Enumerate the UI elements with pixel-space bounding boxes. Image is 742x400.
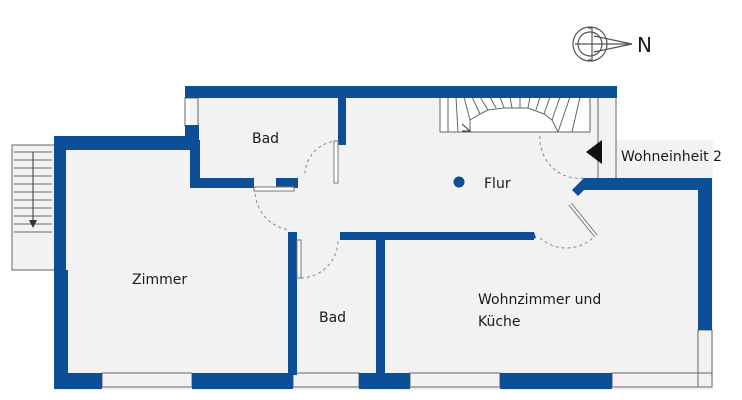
room-label-bad-bottom: Bad bbox=[319, 310, 346, 326]
location-dot-icon bbox=[453, 176, 465, 188]
room-label-zimmer: Zimmer bbox=[132, 272, 187, 288]
room-label-wohnzimmer-line1: Wohnzimmer und bbox=[478, 292, 601, 308]
stair-interior bbox=[439, 96, 591, 133]
room-label-flur: Flur bbox=[484, 176, 511, 192]
entrance-marker-icon bbox=[586, 140, 602, 164]
room-label-wohnzimmer-line2: Küche bbox=[478, 314, 521, 330]
stair-left bbox=[14, 151, 52, 233]
walls bbox=[54, 86, 712, 389]
doors bbox=[253, 135, 598, 279]
room-label-bad-top: Bad bbox=[252, 131, 279, 147]
unit-label: Wohneinheit 2 bbox=[621, 149, 722, 165]
compass-north-icon bbox=[572, 26, 633, 62]
compass-label: N bbox=[637, 33, 652, 57]
